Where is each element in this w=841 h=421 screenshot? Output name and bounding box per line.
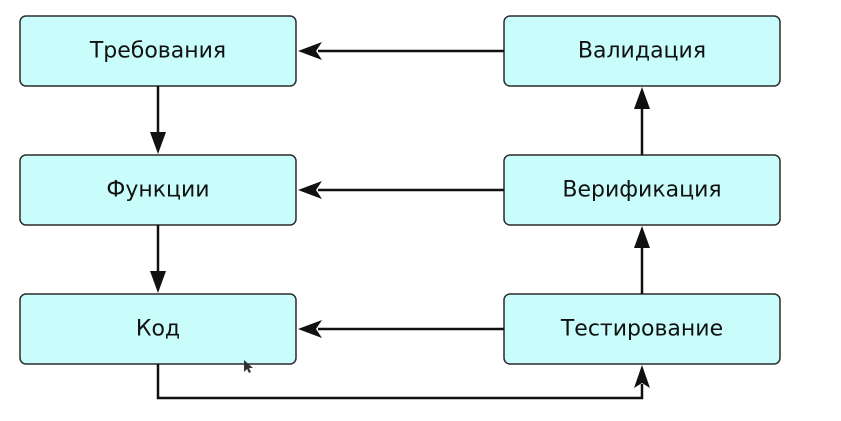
arrow-testing-to-verification	[634, 226, 650, 294]
node-code-label: Код	[136, 317, 180, 342]
arrow-requirements-to-functions	[150, 86, 166, 154]
arrow-code-to-testing	[156, 364, 650, 400]
arrow-functions-to-code	[150, 225, 166, 293]
arrow-validation-to-requirements	[298, 42, 504, 60]
arrow-verification-to-functions	[298, 181, 504, 199]
arrow-verification-to-validation	[634, 87, 650, 155]
node-validation-label: Валидация	[578, 39, 706, 64]
node-validation: Валидация	[503, 15, 781, 87]
node-requirements: Требования	[19, 15, 297, 87]
node-functions-label: Функции	[106, 178, 209, 203]
node-testing-label: Тестирование	[560, 317, 723, 342]
node-functions: Функции	[19, 154, 297, 226]
arrow-testing-to-code	[298, 320, 504, 338]
node-requirements-label: Требования	[89, 39, 226, 64]
node-code: Код	[19, 293, 297, 365]
node-testing: Тестирование	[503, 293, 781, 365]
mouse-cursor-icon	[244, 360, 253, 373]
node-verification-label: Верификация	[562, 178, 721, 203]
node-verification: Верификация	[503, 154, 781, 226]
